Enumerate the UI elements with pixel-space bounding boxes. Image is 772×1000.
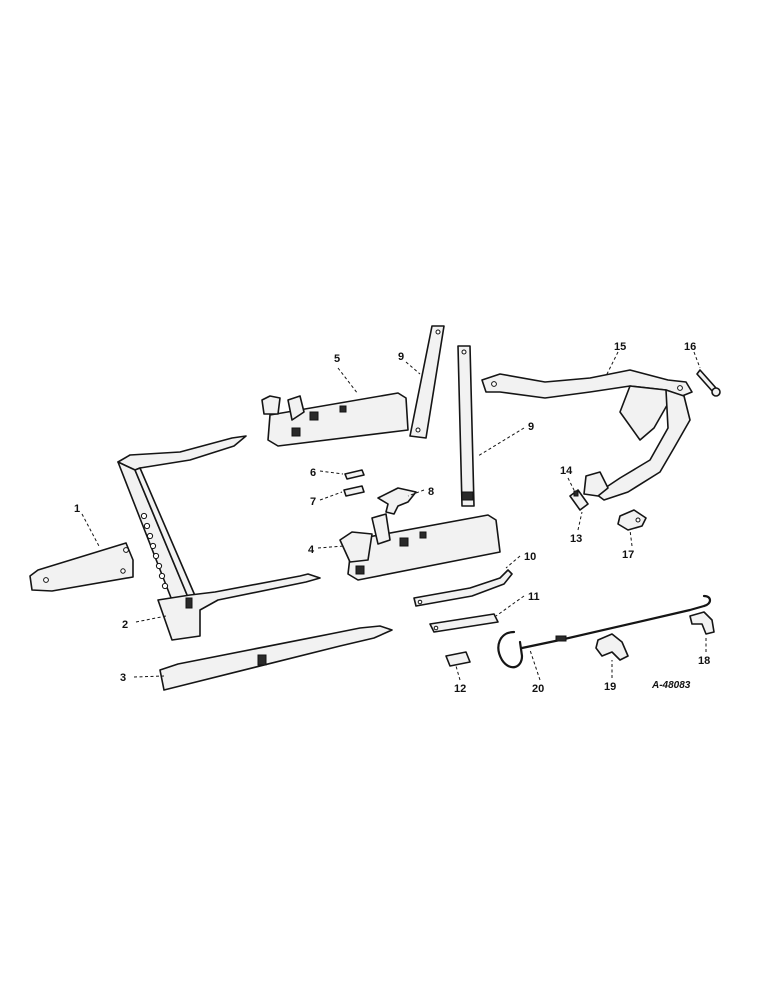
part-8-latch [377,487,417,515]
callout-12: 12 [454,683,466,695]
part-17-link [617,509,647,531]
part-3-shoe [159,625,393,691]
part-19-clamp [595,633,629,661]
callout-9-top: 9 [398,351,404,363]
callout-6: 6 [310,467,316,479]
callout-14: 14 [560,465,573,477]
part-2-bracket [117,435,321,641]
part-1-plate [29,542,134,592]
callout-3: 3 [120,672,126,684]
callout-10: 10 [524,551,536,563]
callout-11: 11 [528,591,540,603]
part-13-pin [569,489,589,511]
callout-17: 17 [622,549,634,561]
part-15-yoke [481,369,693,501]
part-18-clip [689,611,715,635]
callout-16: 16 [684,341,696,353]
part-16-bolt [696,369,721,397]
callout-4: 4 [308,544,315,556]
part-7-clip [343,485,365,497]
part-6-clip [344,469,365,480]
reference-code: A-48083 [651,680,691,691]
callout-19: 19 [604,681,616,693]
part-9-strap-left [409,325,445,439]
callout-15: 15 [614,341,626,353]
callout-18: 18 [698,655,710,667]
callout-13: 13 [570,533,582,545]
callout-5: 5 [334,353,340,365]
part-11-bar [429,613,499,633]
callout-1: 1 [74,503,80,515]
part-10-bar [413,569,513,607]
part-5-housing [261,392,409,447]
callout-2: 2 [122,619,128,631]
callout-9-right: 9 [528,421,534,433]
callout-8: 8 [428,486,434,498]
leader-lines [81,351,707,681]
part-4-housing [339,513,501,581]
part-20-rod [497,594,712,669]
callout-7: 7 [310,496,316,508]
part-9-strap-right [457,345,475,507]
callout-20: 20 [532,683,544,695]
part-12-block [445,651,471,667]
